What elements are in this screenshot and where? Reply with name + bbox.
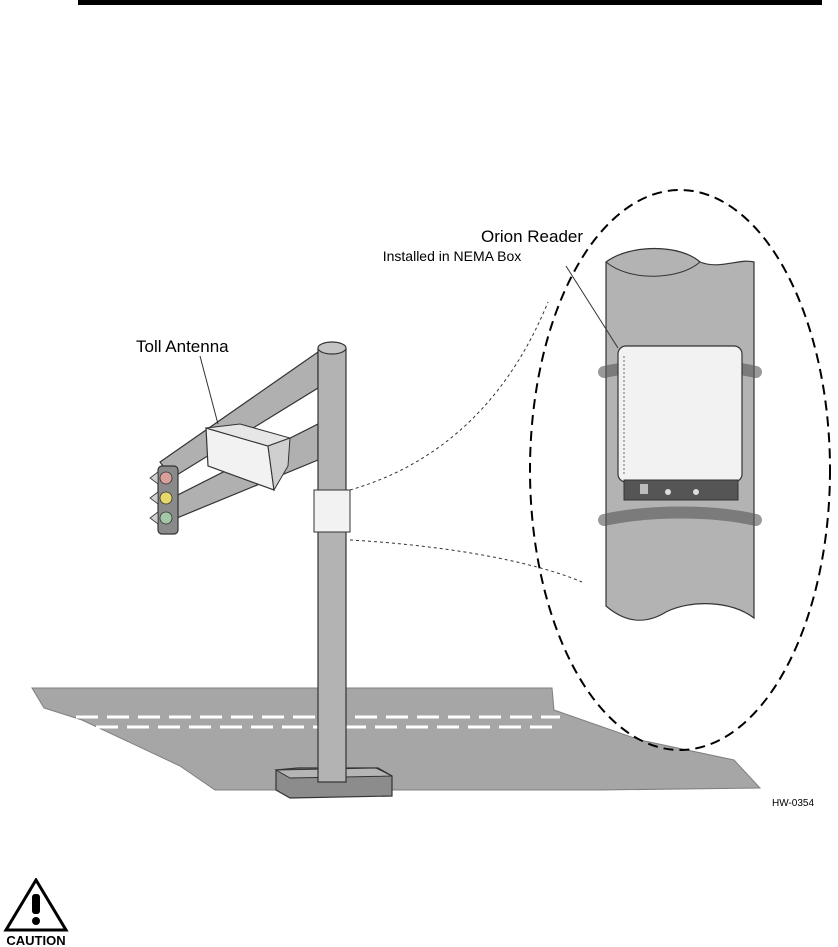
pole xyxy=(314,342,350,782)
nema-box xyxy=(618,346,742,482)
antenna-label: Toll Antenna xyxy=(136,337,229,356)
antenna-label-leader xyxy=(200,356,218,424)
traffic-light xyxy=(150,466,178,534)
caution-label: CAUTION xyxy=(6,933,65,947)
reader-title: Orion Reader xyxy=(481,227,583,246)
traffic-light-red xyxy=(160,472,172,484)
detail-leader-line xyxy=(350,302,548,490)
connector-icon xyxy=(665,489,671,495)
traffic-light-yellow xyxy=(160,492,172,504)
pole-mounted-box xyxy=(314,490,350,532)
detail-callout xyxy=(530,190,830,750)
reader-subtitle: Installed in NEMA Box xyxy=(383,248,522,264)
caution-icon: CAUTION xyxy=(0,878,72,947)
detail-leader-line xyxy=(350,540,582,582)
traffic-light-green xyxy=(160,512,172,524)
connector-icon xyxy=(693,489,699,495)
road xyxy=(32,688,760,790)
figure-id: HW-0354 xyxy=(772,798,814,809)
